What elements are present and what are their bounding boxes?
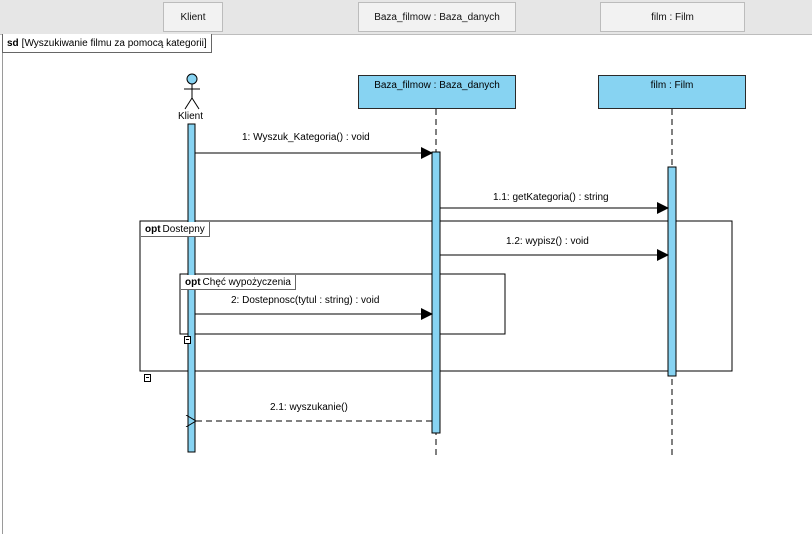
activation-baza[interactable] bbox=[431, 151, 441, 434]
header-column-film[interactable]: film : Film bbox=[600, 2, 745, 32]
lifeline-head-label: Baza_filmow : Baza_danych bbox=[374, 80, 500, 91]
actor-label: Klient bbox=[178, 111, 204, 122]
sequence-diagram-frame bbox=[2, 34, 812, 534]
frame-keyword: sd bbox=[7, 37, 19, 49]
lifeline-head-baza[interactable]: Baza_filmow : Baza_danych bbox=[358, 75, 516, 109]
fragment-guard: Chęć wypożyczenia bbox=[202, 276, 291, 288]
header-column-baza[interactable]: Baza_filmow : Baza_danych bbox=[358, 2, 516, 32]
lifeline-head-film[interactable]: film : Film bbox=[598, 75, 746, 109]
note-icon[interactable] bbox=[184, 336, 191, 344]
message-label-1-1: 1.1: getKategoria() : string bbox=[493, 192, 609, 203]
diagram-frame-tag: sd [Wyszukiwanie filmu za pomocą kategor… bbox=[2, 34, 212, 53]
lifeline-head-label: film : Film bbox=[650, 80, 694, 91]
message-label-1: 1: Wyszuk_Kategoria() : void bbox=[242, 132, 370, 143]
fragment-opt-wypozyczenie[interactable] bbox=[179, 273, 506, 335]
fragment-tag-wypozyczenie: opt Chęć wypożyczenia bbox=[181, 275, 296, 290]
fragment-guard: Dostepny bbox=[162, 223, 205, 235]
header-column-klient[interactable]: Klient bbox=[163, 2, 223, 32]
activation-film[interactable] bbox=[667, 166, 677, 377]
header-column-label: Baza_filmow : Baza_danych bbox=[374, 11, 500, 23]
frame-name: [Wyszukiwanie filmu za pomocą kategorii] bbox=[21, 37, 207, 49]
fragment-keyword: opt bbox=[185, 276, 201, 288]
message-label-2: 2: Dostepnosc(tytul : string) : void bbox=[231, 295, 380, 306]
lifeline-header-bar: Klient Baza_filmow : Baza_danych film : … bbox=[0, 0, 812, 35]
message-label-1-2: 1.2: wypisz() : void bbox=[506, 236, 589, 247]
fragment-keyword: opt bbox=[145, 223, 161, 235]
actor-figure[interactable] bbox=[184, 73, 200, 110]
message-label-2-1: 2.1: wyszukanie() bbox=[270, 402, 348, 413]
header-column-label: film : Film bbox=[651, 11, 694, 23]
note-icon[interactable] bbox=[144, 374, 151, 382]
header-column-label: Klient bbox=[180, 11, 206, 23]
fragment-tag-dostepny: opt Dostepny bbox=[141, 222, 210, 237]
